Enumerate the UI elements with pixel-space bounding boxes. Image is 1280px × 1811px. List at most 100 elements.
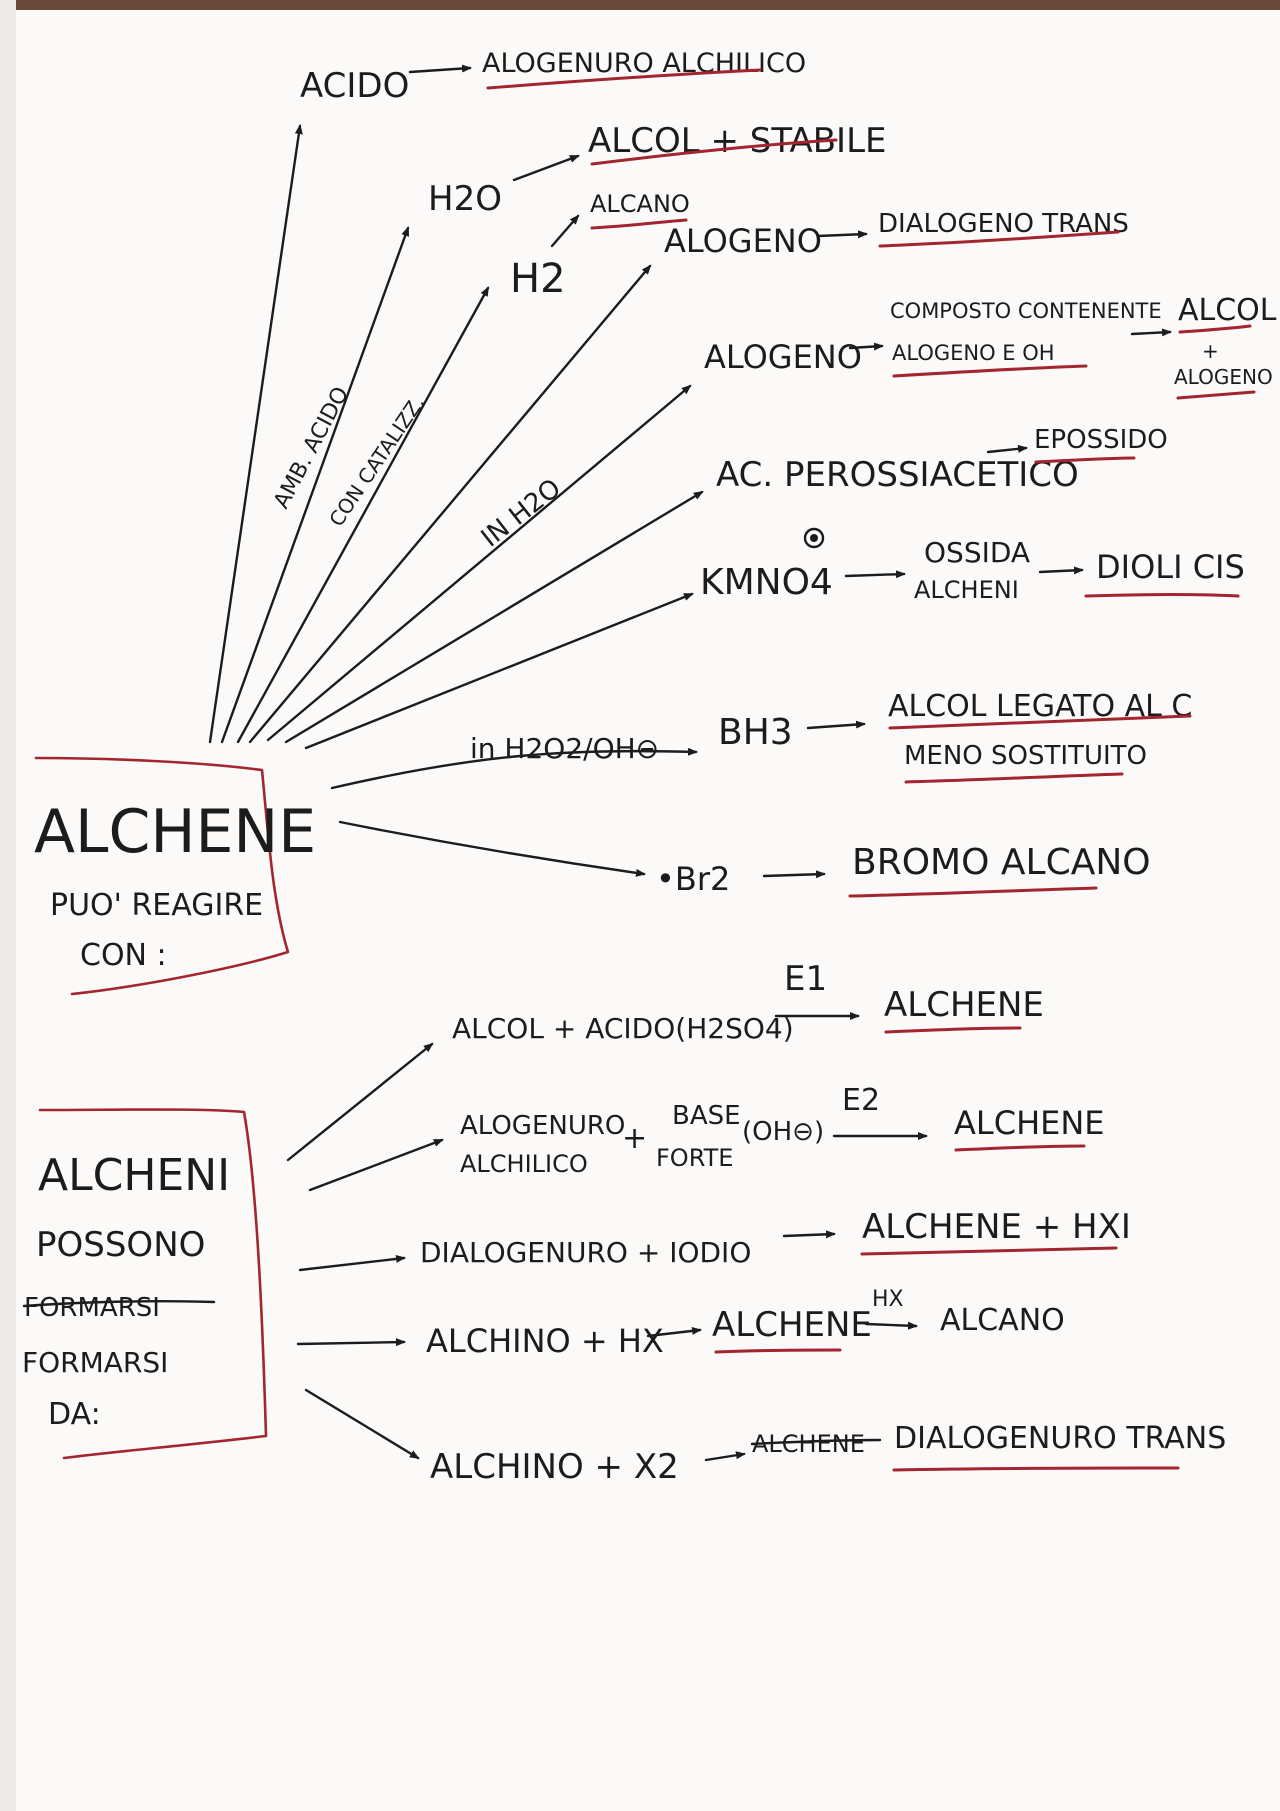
reaction-2-base-line2: FORTE	[656, 1144, 733, 1172]
arrow-bh3-product	[806, 720, 866, 730]
reaction-3-product: ALCHENE + HXI	[862, 1207, 1131, 1247]
reaction-4-arrow-2	[864, 1321, 918, 1330]
underline-reaction-1-product	[884, 1026, 1022, 1034]
underline-alcol-stabile	[590, 138, 838, 166]
charge-circle-icon	[803, 527, 825, 549]
label-acido: ACIDO	[300, 66, 409, 106]
reaction-5-reagents: ALCHINO + X2	[430, 1447, 679, 1487]
arrow-to-reaction-5	[304, 1388, 420, 1460]
arrow-to-acido	[208, 124, 303, 744]
arrow-br2-product	[762, 870, 826, 879]
underline-epossido	[1034, 456, 1136, 464]
label-alcol-legato-line2: MENO SOSTITUITO	[904, 741, 1147, 771]
underline-alcol-legato	[888, 714, 1192, 730]
label-plus-sign: +	[1202, 339, 1219, 363]
underline-reaction-4-product	[714, 1348, 842, 1354]
reactions-box-subtitle-line1: PUO' REAGIRE	[50, 888, 263, 923]
underline-reaction-3-product	[860, 1246, 1118, 1256]
label-in-h2o: IN H2O	[476, 473, 567, 553]
label-alcol-stabile: ALCOL + STABILE	[588, 121, 887, 161]
reactions-box-outline	[34, 756, 290, 996]
reaction-2-product: ALCHENE	[954, 1104, 1105, 1142]
reaction-4-arrow	[646, 1326, 702, 1338]
label-kmno4: KMNO4	[700, 562, 833, 603]
reaction-2-reagent-line1: ALOGENURO	[460, 1111, 625, 1141]
reaction-5-product: DIALOGENURO TRANS	[894, 1421, 1226, 1456]
label-bh3: BH3	[718, 712, 793, 753]
arrow-to-reaction-2	[308, 1138, 444, 1192]
underline-alogeno-3	[1176, 390, 1256, 400]
arrow-to-ac-perossiacetico	[284, 490, 704, 744]
arrow-h2o-product	[512, 154, 580, 182]
underline-bromo-alcano	[848, 886, 1098, 898]
strike-line-formarsi	[22, 1300, 216, 1308]
label-alogeno-1: ALOGENO	[664, 222, 822, 260]
label-ossida-line1: OSSIDA	[924, 536, 1030, 569]
label-alcol-plus: ALCOL	[1178, 293, 1277, 328]
label-epossido: EPOSSIDO	[1034, 425, 1168, 455]
arrow-to-reaction-1	[286, 1042, 434, 1162]
reaction-1-label: E1	[784, 959, 827, 999]
reaction-2-base-line1: BASE	[672, 1101, 741, 1131]
label-alogeno-3: ALOGENO	[1174, 365, 1273, 389]
formation-box-line3: FORMARSI	[22, 1346, 168, 1379]
reaction-2-base-oh: (OH⊖)	[742, 1117, 824, 1147]
formation-box-line1: POSSONO	[36, 1225, 205, 1265]
reaction-2-label: E2	[842, 1083, 880, 1118]
arrow-alogeno-1-product	[816, 230, 868, 239]
formation-box-outline	[38, 1108, 268, 1460]
formation-box-line4: DA:	[48, 1397, 101, 1432]
arrow-h2-product	[550, 214, 580, 248]
strike-line-alchene	[750, 1438, 882, 1446]
label-composto-line1: COMPOSTO CONTENENTE	[890, 299, 1162, 323]
underline-dioli-cis	[1084, 593, 1240, 598]
reaction-2-reagent-line2: ALCHILICO	[460, 1150, 588, 1178]
underline-meno-sostituito	[904, 772, 1124, 784]
arrow-to-h2o	[220, 226, 410, 744]
underline-reaction-2-product	[954, 1144, 1086, 1152]
reaction-4-product-2: ALCANO	[940, 1303, 1065, 1338]
charge-dot-icon	[810, 534, 818, 542]
label-alcano: ALCANO	[590, 190, 690, 218]
arrow-to-alogeno-1	[248, 264, 652, 744]
arrow-perossiacetico-product	[986, 444, 1028, 454]
page-left-edge	[0, 0, 16, 1811]
underline-alogenuro-alchilico	[486, 68, 762, 90]
arrow-acido-product	[408, 64, 472, 74]
label-alogeno-2: ALOGENO	[704, 338, 862, 376]
underline-alcano	[590, 218, 688, 230]
arrow-to-h2	[236, 286, 490, 744]
label-ac-perossiacetico: AC. PEROSSIACETICO	[716, 455, 1079, 495]
reaction-4-reagents: ALCHINO + HX	[426, 1322, 664, 1360]
arrow-kmno4-product	[844, 570, 906, 579]
reactions-box-subtitle-line2: CON :	[80, 938, 167, 973]
reaction-4-label: HX	[872, 1287, 904, 1312]
underline-reaction-5-product	[892, 1466, 1180, 1472]
reaction-2-plus: +	[622, 1121, 647, 1156]
underline-composto	[892, 364, 1088, 378]
reactions-box-title: ALCHENE	[34, 797, 316, 867]
label-h2o: H2O	[428, 179, 502, 219]
formation-box-title: ALCHENI	[38, 1150, 230, 1201]
reaction-5-arrow	[704, 1451, 746, 1462]
reaction-1-reagents: ALCOL + ACIDO(H2SO4)	[452, 1012, 794, 1045]
label-alogenuro-alchilico: ALOGENURO ALCHILICO	[482, 48, 806, 79]
underline-alcol-plus	[1178, 324, 1252, 334]
label-h2: H2	[510, 256, 566, 302]
label-br2: •Br2	[656, 860, 730, 898]
arrow-to-reaction-4	[296, 1338, 406, 1347]
arrow-composto-product	[1130, 328, 1172, 337]
label-bromo-alcano: BROMO ALCANO	[852, 842, 1151, 883]
reaction-3-arrow	[782, 1230, 836, 1239]
arrow-to-reaction-3	[298, 1254, 406, 1272]
reaction-4-product: ALCHENE	[712, 1305, 872, 1345]
label-ossida-line2: ALCHENI	[914, 576, 1019, 604]
formation-box-line2-struck: FORMARSI	[24, 1293, 160, 1323]
arrow-to-alogeno-2	[266, 384, 692, 742]
underline-dialogeno-trans	[878, 230, 1120, 248]
label-dioli-cis: DIOLI CIS	[1096, 548, 1245, 586]
arrow-to-bh3	[330, 747, 698, 790]
page-top-strip	[0, 0, 1280, 10]
label-in-h2o2: in H2O2/OH⊖	[470, 732, 659, 765]
